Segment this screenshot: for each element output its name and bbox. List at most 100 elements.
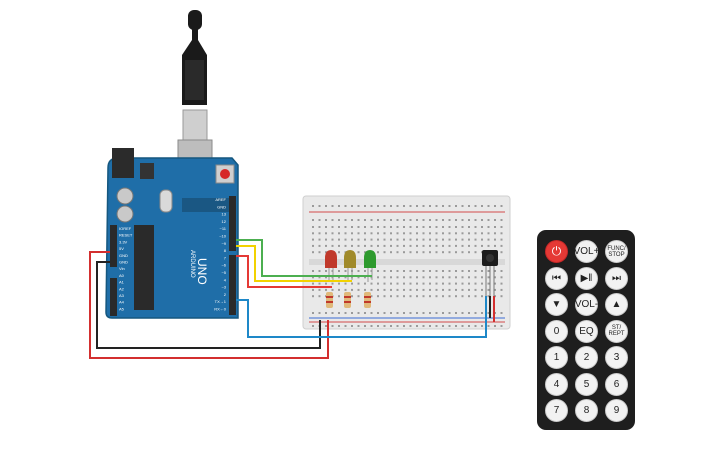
breadboard-hole: [370, 226, 373, 228]
breadboard-hole: [468, 232, 470, 235]
breadboard-hole: [468, 244, 470, 247]
breadboard-hole: [435, 276, 438, 279]
breadboard-hole: [487, 276, 490, 279]
breadboard-hole: [474, 295, 477, 298]
remote-button-8[interactable]: 8: [575, 399, 598, 422]
pin-label: ~11: [220, 226, 227, 231]
breadboard-hole: [318, 276, 321, 279]
breadboard-hole: [403, 232, 405, 235]
breadboard-hole: [377, 205, 379, 207]
breadboard-hole: [487, 295, 490, 298]
arduino-board[interactable]: ARDUINO UNO AREFGND1312~11~10~987~6~54~3…: [105, 148, 239, 319]
breadboard-hole: [377, 238, 379, 241]
pin-label: 7: [224, 255, 227, 260]
breadboard-hole: [325, 312, 327, 314]
breadboard-hole: [357, 244, 360, 247]
breadboard-hole: [422, 276, 425, 279]
breadboard-hole: [500, 219, 503, 221]
wire-blue: [236, 296, 487, 338]
remote-button-vol-[interactable]: VOL-: [575, 293, 598, 316]
pin-label: A1: [119, 280, 125, 285]
breadboard-hole: [396, 238, 399, 241]
breadboard-hole: [435, 238, 438, 241]
breadboard-hole: [318, 244, 321, 247]
wire-green: [236, 239, 372, 277]
breadboard-hole: [331, 288, 334, 291]
usb-cable: [177, 10, 213, 183]
remote-up-icon[interactable]: ▲: [605, 293, 628, 316]
led-yellow[interactable]: [344, 250, 356, 282]
breadboard-hole: [442, 226, 444, 228]
breadboard-hole: [357, 205, 360, 207]
remote-button-0[interactable]: 0: [545, 319, 568, 343]
breadboard-hole: [422, 226, 425, 228]
breadboard-hole: [487, 232, 490, 235]
breadboard-hole: [416, 238, 418, 241]
breadboard-hole: [396, 270, 399, 272]
breadboard-hole: [461, 205, 464, 207]
breadboard-hole: [429, 232, 431, 235]
remote-button-vol-[interactable]: VOL+: [574, 240, 599, 263]
remote-fast-forward-icon[interactable]: ⏭: [605, 266, 628, 290]
breadboard-hole: [416, 244, 418, 247]
remote-button-func-stop[interactable]: FUNC/ STOP: [605, 240, 628, 263]
breadboard[interactable]: [302, 195, 511, 330]
breadboard-hole: [442, 270, 444, 272]
breadboard-hole: [455, 226, 457, 228]
breadboard-hole: [338, 238, 340, 241]
breadboard-hole: [344, 282, 347, 285]
remote-down-icon[interactable]: ▼: [545, 293, 568, 316]
breadboard-hole: [396, 288, 399, 291]
breadboard-hole: [312, 276, 314, 279]
ir-receiver[interactable]: [482, 250, 498, 296]
breadboard-hole: [455, 282, 457, 285]
breadboard-hole: [383, 238, 386, 241]
breadboard-hole: [357, 226, 360, 228]
breadboard-hole: [409, 312, 412, 314]
breadboard-hole: [448, 270, 451, 272]
remote-button-2[interactable]: 2: [575, 346, 598, 369]
breadboard-hole: [455, 205, 457, 207]
breadboard-hole: [500, 325, 503, 327]
remote-button-9[interactable]: 9: [605, 399, 628, 422]
remote-button-5[interactable]: 5: [575, 372, 598, 396]
remote-button-st-rept[interactable]: ST/ REPT: [605, 319, 628, 343]
breadboard-hole: [364, 270, 366, 272]
breadboard-hole: [357, 232, 360, 235]
breadboard-hole: [487, 244, 490, 247]
breadboard-hole: [409, 282, 412, 285]
wire-orange: [236, 255, 332, 288]
breadboard-hole: [383, 312, 386, 314]
remote-button-eq[interactable]: EQ: [575, 319, 598, 343]
pin-label: 5V: [119, 246, 124, 251]
remote-play-pause-icon[interactable]: ▶‖: [575, 266, 598, 290]
breadboard-hole: [455, 288, 457, 291]
remote-rewind-icon[interactable]: ⏮: [545, 266, 568, 290]
breadboard-hole: [377, 276, 379, 279]
breadboard-hole: [364, 276, 366, 279]
breadboard-hole: [442, 232, 444, 235]
breadboard-hole: [455, 251, 457, 254]
resistors[interactable]: [326, 292, 371, 308]
remote-button-3[interactable]: 3: [605, 346, 628, 369]
remote-button-6[interactable]: 6: [605, 372, 628, 396]
breadboard-hole: [435, 226, 438, 228]
breadboard-hole: [357, 219, 360, 221]
remote-button-4[interactable]: 4: [545, 372, 568, 396]
breadboard-hole: [435, 325, 438, 327]
breadboard-hole: [364, 288, 366, 291]
breadboard-hole: [383, 232, 386, 235]
breadboard-hole: [500, 270, 503, 272]
breadboard-hole: [390, 219, 392, 221]
breadboard-hole: [351, 205, 353, 207]
breadboard-hole: [370, 282, 373, 285]
remote-power-icon[interactable]: ⏻: [545, 240, 568, 263]
breadboard-hole: [351, 226, 353, 228]
remote-button-1[interactable]: 1: [545, 346, 568, 369]
breadboard-hole: [403, 288, 405, 291]
breadboard-hole: [455, 219, 457, 221]
remote-button-7[interactable]: 7: [545, 399, 568, 422]
